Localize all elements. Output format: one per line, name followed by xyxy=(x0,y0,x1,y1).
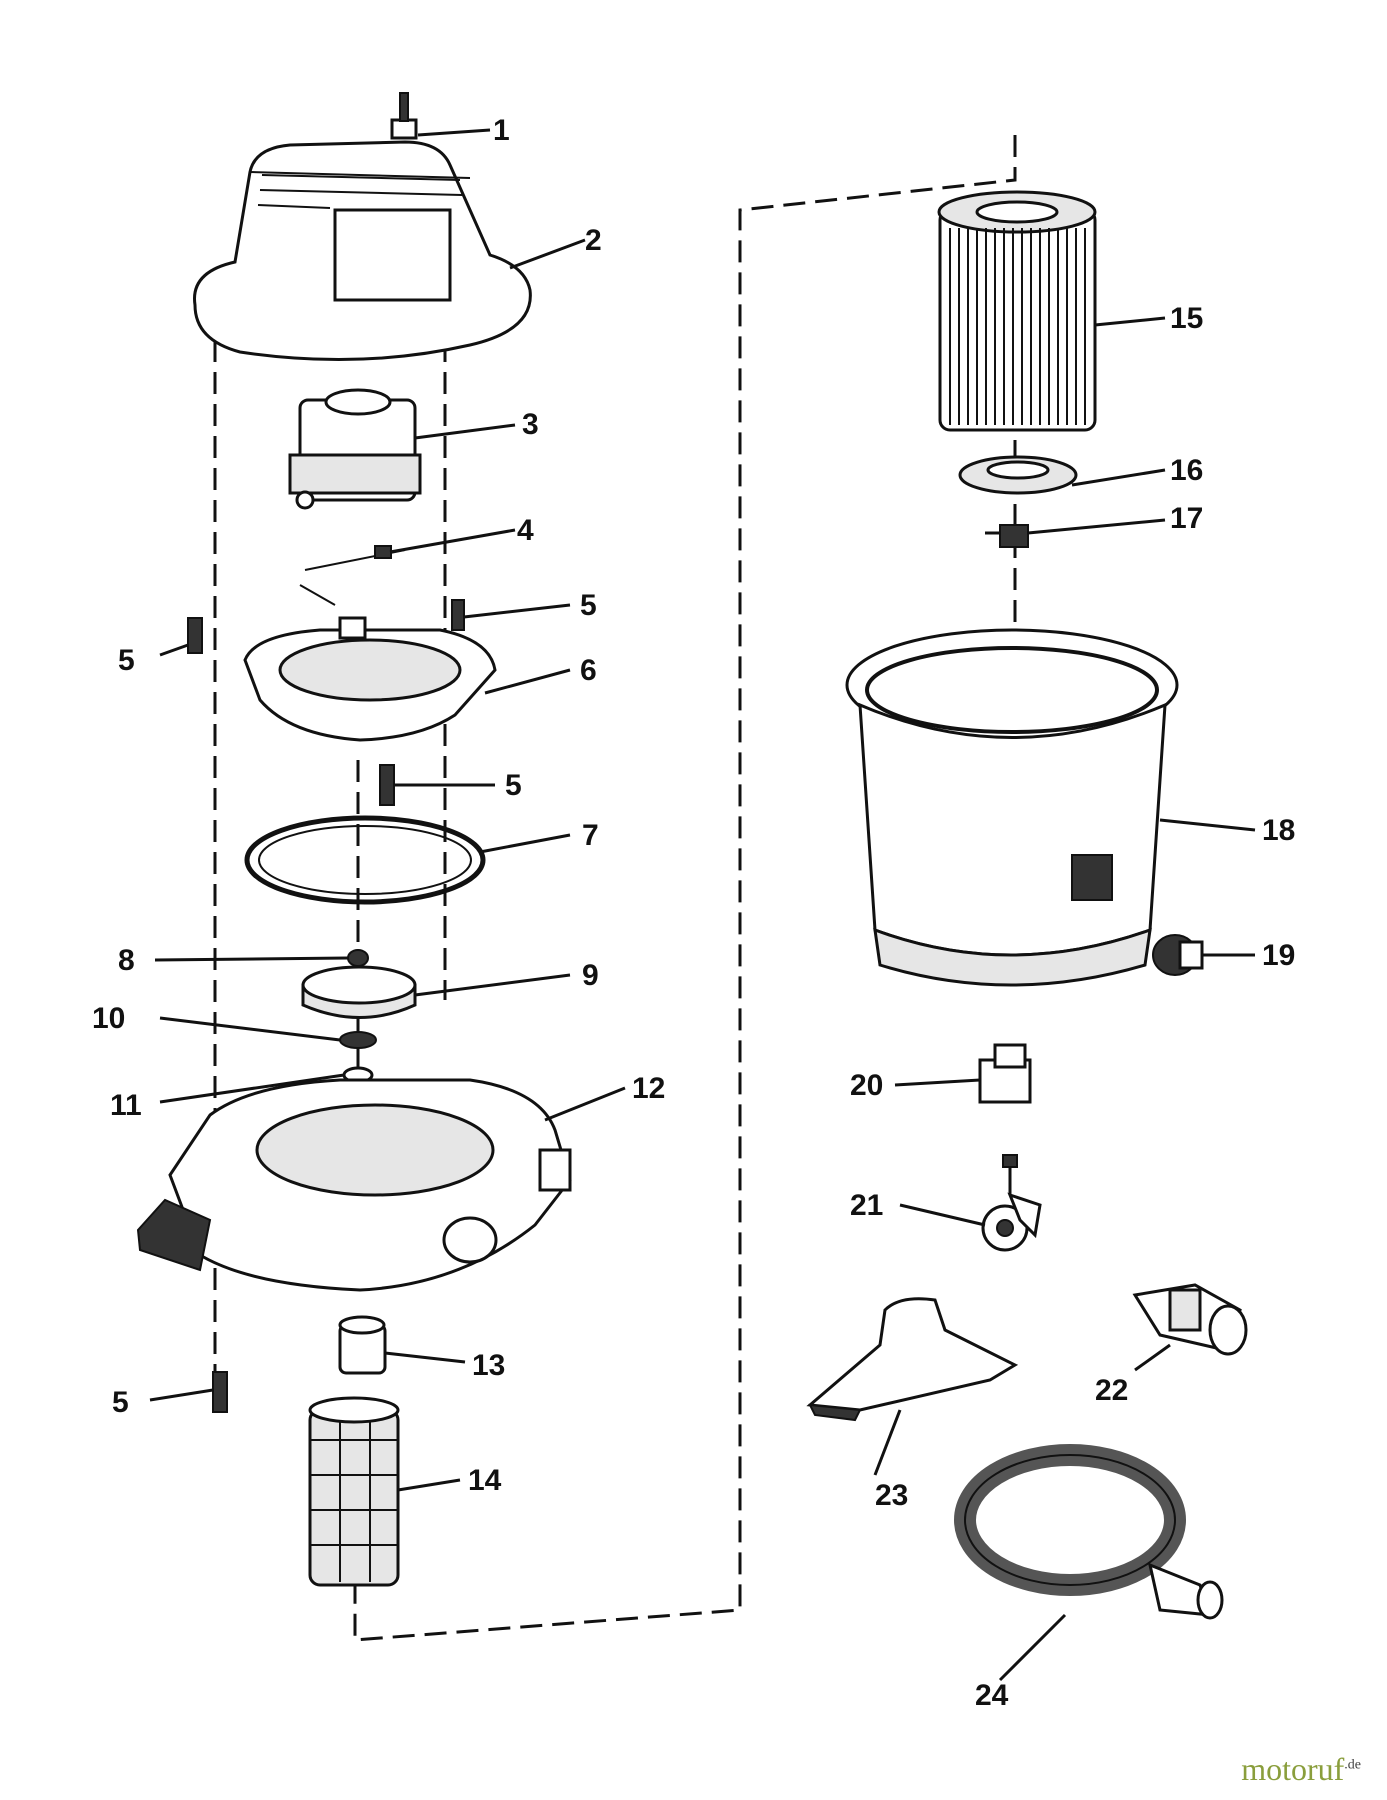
label-part-4: 4 xyxy=(517,514,534,547)
part-motor-cover xyxy=(193,140,532,362)
part-floor-nozzle xyxy=(806,1297,1019,1422)
watermark-suffix: .de xyxy=(1344,1757,1361,1773)
label-part-18: 18 xyxy=(1262,814,1295,847)
label-part-6: 6 xyxy=(580,654,597,687)
part-screw-left xyxy=(187,617,203,654)
part-screw-right xyxy=(451,599,465,631)
part-impeller xyxy=(301,965,417,1019)
part-filter-nut xyxy=(985,524,1029,548)
watermark-brand: motoruf xyxy=(1241,1751,1345,1787)
part-motor xyxy=(288,388,422,510)
part-tank xyxy=(845,628,1179,987)
label-part-16: 16 xyxy=(1170,454,1203,487)
part-gasket xyxy=(244,815,486,905)
part-caster-bracket xyxy=(978,1043,1032,1104)
leader-lines xyxy=(149,128,1256,1682)
label-part-21: 21 xyxy=(850,1189,883,1222)
part-mounting-plate xyxy=(243,616,497,742)
label-part-23: 23 xyxy=(875,1479,908,1512)
label-part-7: 7 xyxy=(582,819,599,852)
watermark-logo: motoruf.de xyxy=(1241,1751,1361,1788)
part-screw-bottom xyxy=(212,1371,228,1413)
part-labels: 1 2 3 4 5 5 6 5 7 8 9 10 11 12 13 5 14 1… xyxy=(92,114,1295,1712)
label-part-9: 9 xyxy=(582,959,599,992)
label-part-3: 3 xyxy=(522,408,539,441)
part-filter-plate xyxy=(958,455,1078,495)
part-powerhead-base xyxy=(136,1078,572,1292)
part-float-cage xyxy=(308,1396,400,1587)
label-part-11: 11 xyxy=(110,1089,142,1122)
label-part-12: 12 xyxy=(632,1072,665,1105)
part-screw-middle xyxy=(379,764,395,806)
part-switch xyxy=(390,92,418,140)
label-part-1: 1 xyxy=(493,114,510,147)
label-part-17: 17 xyxy=(1170,502,1203,535)
label-part-2: 2 xyxy=(585,224,602,257)
label-part-5-right: 5 xyxy=(580,589,597,622)
part-caster xyxy=(981,1154,1042,1252)
label-part-13: 13 xyxy=(472,1349,505,1382)
part-washer xyxy=(339,1031,377,1049)
part-drain-cap xyxy=(1152,934,1204,976)
label-part-14: 14 xyxy=(468,1464,502,1497)
label-part-15: 15 xyxy=(1170,302,1203,335)
part-nut xyxy=(347,949,369,967)
part-hose xyxy=(954,1444,1224,1620)
part-screws xyxy=(299,545,406,606)
label-part-24: 24 xyxy=(975,1679,1009,1712)
label-part-19: 19 xyxy=(1262,939,1295,972)
label-part-5-left: 5 xyxy=(118,644,135,677)
label-part-5-middle: 5 xyxy=(505,769,522,802)
part-hose-adapter xyxy=(1132,1283,1248,1356)
label-part-8: 8 xyxy=(118,944,135,977)
label-part-22: 22 xyxy=(1095,1374,1128,1407)
label-part-20: 20 xyxy=(850,1069,883,1102)
label-part-10: 10 xyxy=(92,1002,125,1035)
label-part-5-bottom: 5 xyxy=(112,1386,129,1419)
part-cartridge-filter xyxy=(937,190,1097,432)
part-float-cap xyxy=(338,1315,387,1375)
